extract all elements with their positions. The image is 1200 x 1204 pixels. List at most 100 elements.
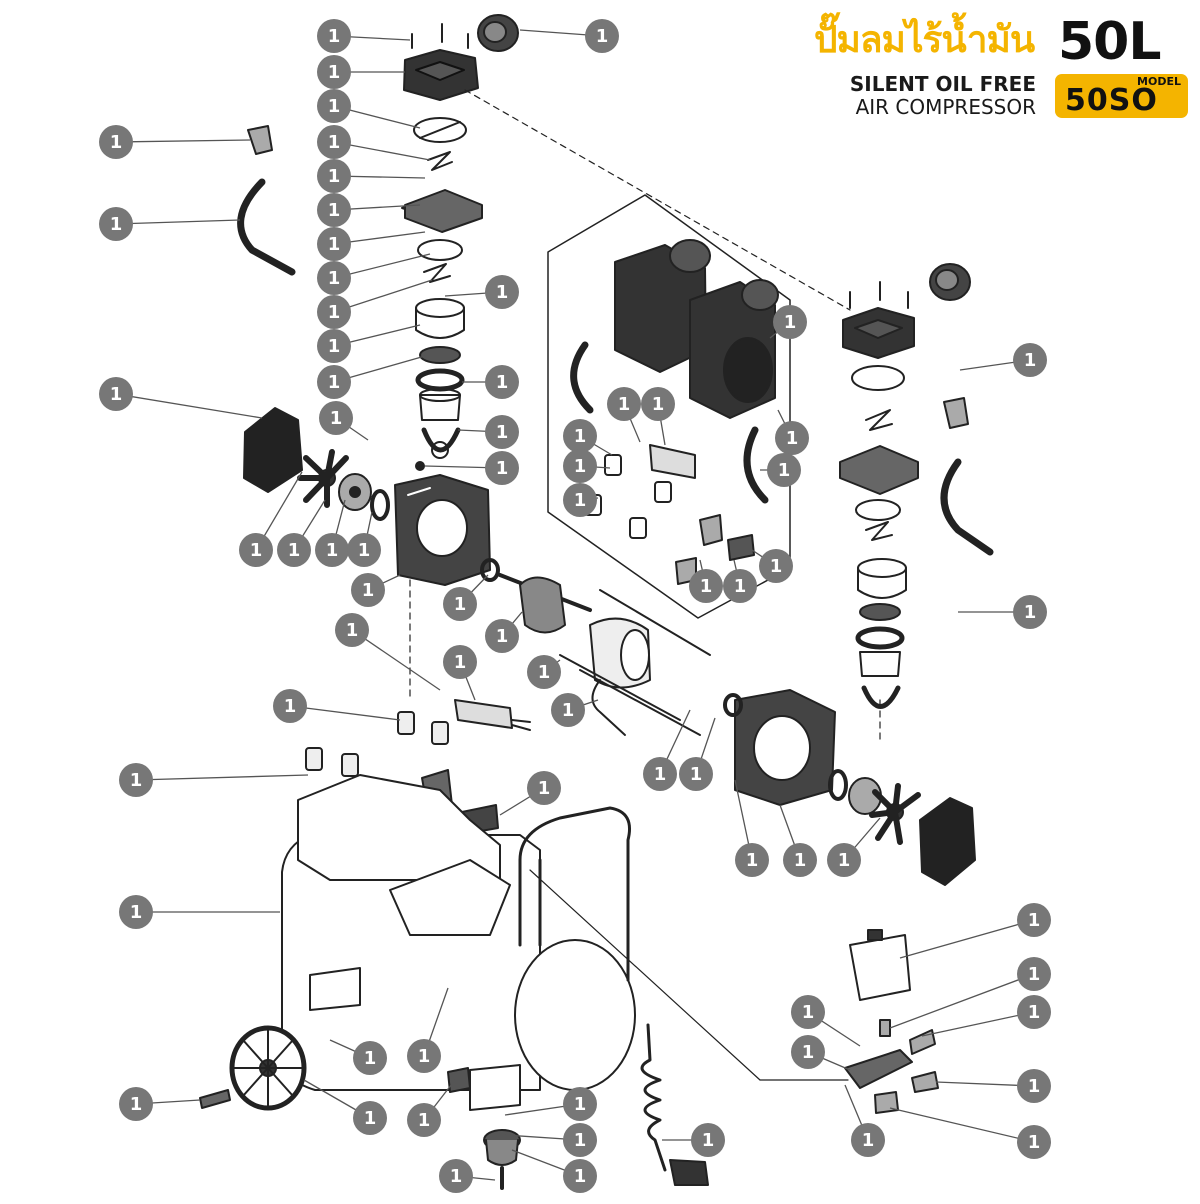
- callout-badge: 1: [317, 365, 351, 399]
- cylinder-head-right: [842, 281, 915, 359]
- callout-number: 1: [328, 234, 341, 255]
- callout-badge: 1: [239, 533, 273, 567]
- callout-leader-line: [899, 919, 1035, 959]
- callout-badge: 1: [485, 365, 519, 399]
- elbow-fitting-left: [247, 125, 273, 155]
- cylinder-head-top: [403, 23, 479, 101]
- callout-circle: [99, 207, 133, 241]
- callout-badge: 1: [317, 89, 351, 123]
- callout-badge: 1: [119, 763, 153, 797]
- callout-number: 1: [786, 428, 799, 449]
- cylinder-sleeve-right: [857, 558, 907, 599]
- callout-number: 1: [328, 26, 341, 47]
- callout-circle: [353, 1101, 387, 1135]
- crankcase-left: [394, 474, 491, 586]
- assembly-line-top: [464, 89, 851, 311]
- bearing-right: [723, 693, 743, 717]
- callout-circle: [767, 453, 801, 487]
- callout-number: 1: [364, 1048, 377, 1069]
- callout-number: 1: [450, 1166, 463, 1187]
- callout-badge: 1: [551, 693, 585, 727]
- callout-badge: 1: [563, 483, 597, 517]
- callout-number: 1: [862, 1130, 875, 1151]
- callout-badge: 1: [347, 533, 381, 567]
- callout-circle: [317, 329, 351, 363]
- callout-circle: [317, 125, 351, 159]
- callout-number: 1: [110, 132, 123, 153]
- callout-leader-line: [889, 1107, 1035, 1143]
- hose-left: [237, 178, 296, 276]
- callout-circle: [317, 227, 351, 261]
- callout-number: 1: [418, 1046, 431, 1067]
- cooling-fan-right: [869, 783, 921, 845]
- callout-number: 1: [538, 662, 551, 683]
- callout-circle: [689, 569, 723, 603]
- wheel-axle-bolt: [199, 1089, 231, 1109]
- callout-circle: [585, 19, 619, 53]
- callout-circle: [563, 449, 597, 483]
- callout-badge: 1: [563, 1087, 597, 1121]
- callout-number: 1: [596, 26, 609, 47]
- tank-support-leg: [309, 967, 521, 1111]
- callout-number: 1: [328, 302, 341, 323]
- callout-badge: 1: [563, 449, 597, 483]
- callout-badge: 1: [317, 19, 351, 53]
- hose-right: [940, 458, 994, 556]
- callout-badge: 1: [99, 125, 133, 159]
- callout-number: 1: [1028, 910, 1041, 931]
- motor-wires: [591, 679, 626, 736]
- callout-badge: 1: [317, 261, 351, 295]
- callout-number: 1: [328, 166, 341, 187]
- callout-number: 1: [284, 696, 297, 717]
- callout-circle: [351, 573, 385, 607]
- callout-badge: 1: [485, 275, 519, 309]
- callout-circle: [791, 1035, 825, 1069]
- cylinder-sleeve: [415, 298, 465, 339]
- callout-circle: [563, 1159, 597, 1193]
- callout-circle: [607, 387, 641, 421]
- callout-circle: [563, 1087, 597, 1121]
- callout-number: 1: [328, 372, 341, 393]
- callout-circle: [1013, 343, 1047, 377]
- fan-cover-right: [919, 797, 976, 886]
- piston-ring: [415, 368, 465, 392]
- o-ring-mid: [417, 239, 463, 261]
- callout-badge: 1: [407, 1103, 441, 1137]
- callout-leader-line: [351, 629, 441, 691]
- callout-badge: 1: [643, 757, 677, 791]
- callout-number: 1: [496, 626, 509, 647]
- callout-number: 1: [778, 460, 791, 481]
- callout-badge: 1: [691, 1123, 725, 1157]
- callout-badge: 1: [317, 159, 351, 193]
- callout-badge: 1: [485, 451, 519, 485]
- callout-badge: 1: [679, 757, 713, 791]
- callout-circle: [119, 763, 153, 797]
- callout-circle: [317, 295, 351, 329]
- callout-badge: 1: [119, 1087, 153, 1121]
- callout-circle: [317, 261, 351, 295]
- bearing-left: [480, 558, 500, 582]
- shaft-seal: [370, 489, 390, 521]
- callout-number: 1: [358, 540, 371, 561]
- callout-number: 1: [802, 1002, 815, 1023]
- callout-badge: 1: [773, 305, 807, 339]
- callout-number: 1: [250, 540, 263, 561]
- callout-circle: [485, 619, 519, 653]
- callout-circle: [317, 89, 351, 123]
- callout-number: 1: [574, 490, 587, 511]
- callout-badge: 1: [317, 193, 351, 227]
- callout-number: 1: [770, 556, 783, 577]
- callout-badge: 1: [527, 655, 561, 689]
- callout-badge: 1: [563, 1123, 597, 1157]
- callout-number: 1: [110, 214, 123, 235]
- air-filter-right: [929, 263, 971, 301]
- rubber-feet: [305, 711, 449, 777]
- callout-badge: 1: [527, 771, 561, 805]
- callout-number: 1: [654, 764, 667, 785]
- motor-shaft: [498, 573, 592, 634]
- callout-badge: 1: [791, 1035, 825, 1069]
- callout-badge: 1: [1017, 1069, 1051, 1103]
- callout-circle: [643, 757, 677, 791]
- callout-circle: [317, 159, 351, 193]
